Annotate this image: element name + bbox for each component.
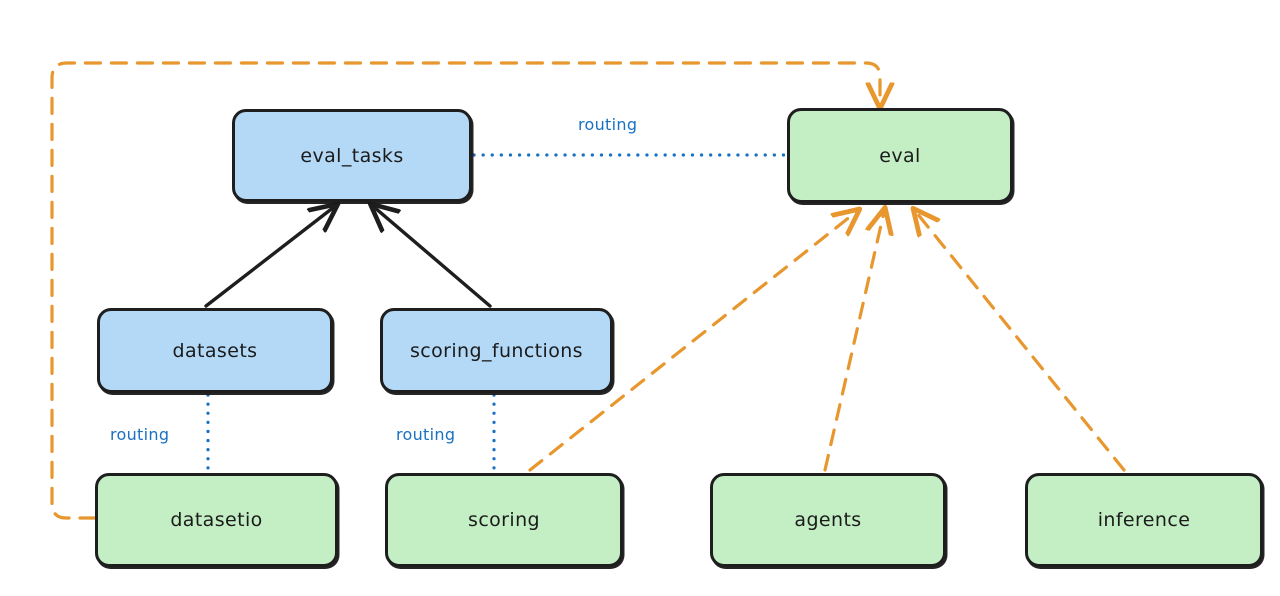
node-eval-tasks[interactable]: eval_tasks <box>232 109 472 202</box>
node-label-datasetio: datasetio <box>170 509 263 531</box>
edge-label-routing-datasets-datasetio: routing <box>110 425 170 444</box>
edge-scoring_functions-to-eval_tasks <box>374 207 492 308</box>
node-datasetio[interactable]: datasetio <box>95 473 338 567</box>
node-agents[interactable]: agents <box>710 473 946 567</box>
edge-datasets-to-eval_tasks <box>204 207 334 308</box>
node-label-agents: agents <box>794 509 862 531</box>
node-inference[interactable]: inference <box>1025 473 1263 567</box>
edge-label-routing-eval-tasks-eval: routing <box>578 115 638 134</box>
node-eval[interactable]: eval <box>787 108 1013 203</box>
node-scoring[interactable]: scoring <box>385 473 623 567</box>
edge-agents-to-eval <box>823 212 884 472</box>
node-datasets[interactable]: datasets <box>97 308 333 393</box>
node-label-inference: inference <box>1097 509 1191 531</box>
node-label-scoring: scoring <box>468 509 540 531</box>
edge-inference-to-eval <box>916 212 1126 472</box>
edge-label-routing-scoring-functions-scoring: routing <box>396 425 456 444</box>
node-label-eval-tasks: eval_tasks <box>300 144 404 167</box>
node-label-scoring-functions: scoring_functions <box>410 339 583 362</box>
node-label-datasets: datasets <box>172 339 258 362</box>
node-label-eval: eval <box>879 144 921 167</box>
node-scoring-functions[interactable]: scoring_functions <box>380 308 613 393</box>
